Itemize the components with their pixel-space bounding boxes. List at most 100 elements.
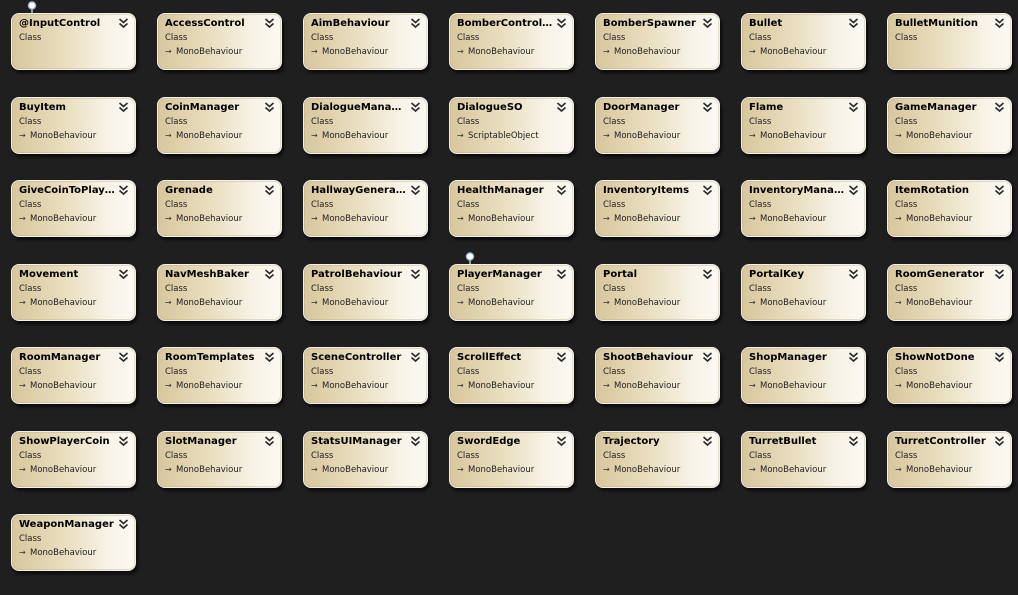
inherits-arrow-icon: → bbox=[457, 131, 464, 140]
collapse-chevron-icon[interactable] bbox=[556, 435, 567, 447]
collapse-chevron-icon[interactable] bbox=[994, 17, 1005, 29]
collapse-chevron-icon[interactable] bbox=[702, 184, 713, 196]
collapse-chevron-icon[interactable] bbox=[994, 435, 1005, 447]
collapse-chevron-icon[interactable] bbox=[410, 351, 421, 363]
class-kind-label: Class bbox=[603, 451, 626, 461]
collapse-chevron-icon[interactable] bbox=[264, 101, 275, 113]
class-card[interactable]: InventoryMana...Class→MonoBehaviour bbox=[741, 180, 866, 237]
collapse-chevron-icon[interactable] bbox=[556, 17, 567, 29]
collapse-chevron-icon[interactable] bbox=[264, 268, 275, 280]
base-class-row: →MonoBehaviour bbox=[749, 47, 826, 57]
class-kind-label: Class bbox=[165, 33, 188, 43]
inherits-arrow-icon: → bbox=[19, 131, 26, 140]
collapse-chevron-icon[interactable] bbox=[994, 101, 1005, 113]
collapse-chevron-icon[interactable] bbox=[556, 351, 567, 363]
collapse-chevron-icon[interactable] bbox=[702, 435, 713, 447]
collapse-chevron-icon[interactable] bbox=[702, 351, 713, 363]
collapse-chevron-icon[interactable] bbox=[848, 101, 859, 113]
collapse-chevron-icon[interactable] bbox=[118, 268, 129, 280]
inherits-arrow-icon: → bbox=[603, 381, 610, 390]
collapse-chevron-icon[interactable] bbox=[702, 101, 713, 113]
collapse-chevron-icon[interactable] bbox=[410, 435, 421, 447]
collapse-chevron-icon[interactable] bbox=[118, 184, 129, 196]
collapse-chevron-icon[interactable] bbox=[848, 435, 859, 447]
collapse-chevron-icon[interactable] bbox=[410, 184, 421, 196]
class-kind-label: Class bbox=[749, 367, 772, 377]
collapse-chevron-icon[interactable] bbox=[264, 17, 275, 29]
inherits-arrow-icon: → bbox=[457, 298, 464, 307]
collapse-chevron-icon[interactable] bbox=[264, 435, 275, 447]
collapse-chevron-icon[interactable] bbox=[410, 101, 421, 113]
collapse-chevron-icon[interactable] bbox=[264, 351, 275, 363]
inherits-arrow-icon: → bbox=[457, 47, 464, 56]
collapse-chevron-icon[interactable] bbox=[702, 17, 713, 29]
collapse-chevron-icon[interactable] bbox=[118, 101, 129, 113]
collapse-chevron-icon[interactable] bbox=[556, 268, 567, 280]
collapse-chevron-icon[interactable] bbox=[410, 17, 421, 29]
collapse-chevron-icon[interactable] bbox=[994, 184, 1005, 196]
collapse-chevron-icon[interactable] bbox=[848, 268, 859, 280]
collapse-chevron-icon[interactable] bbox=[118, 518, 129, 530]
inherits-arrow-icon: → bbox=[749, 465, 756, 474]
collapse-chevron-icon[interactable] bbox=[848, 351, 859, 363]
collapse-chevron-icon[interactable] bbox=[118, 435, 129, 447]
collapse-chevron-icon[interactable] bbox=[118, 351, 129, 363]
base-class-row: →MonoBehaviour bbox=[895, 465, 972, 475]
collapse-chevron-icon[interactable] bbox=[994, 351, 1005, 363]
collapse-chevron-icon[interactable] bbox=[556, 184, 567, 196]
class-kind-label: Class bbox=[165, 367, 188, 377]
collapse-chevron-icon[interactable] bbox=[118, 17, 129, 29]
collapse-chevron-icon[interactable] bbox=[848, 184, 859, 196]
collapse-chevron-icon[interactable] bbox=[556, 101, 567, 113]
collapse-chevron-icon[interactable] bbox=[848, 17, 859, 29]
collapse-chevron-icon[interactable] bbox=[994, 268, 1005, 280]
class-kind-label: Class bbox=[311, 367, 334, 377]
collapse-chevron-icon[interactable] bbox=[702, 268, 713, 280]
collapse-chevron-icon[interactable] bbox=[264, 184, 275, 196]
collapse-chevron-icon[interactable] bbox=[410, 268, 421, 280]
